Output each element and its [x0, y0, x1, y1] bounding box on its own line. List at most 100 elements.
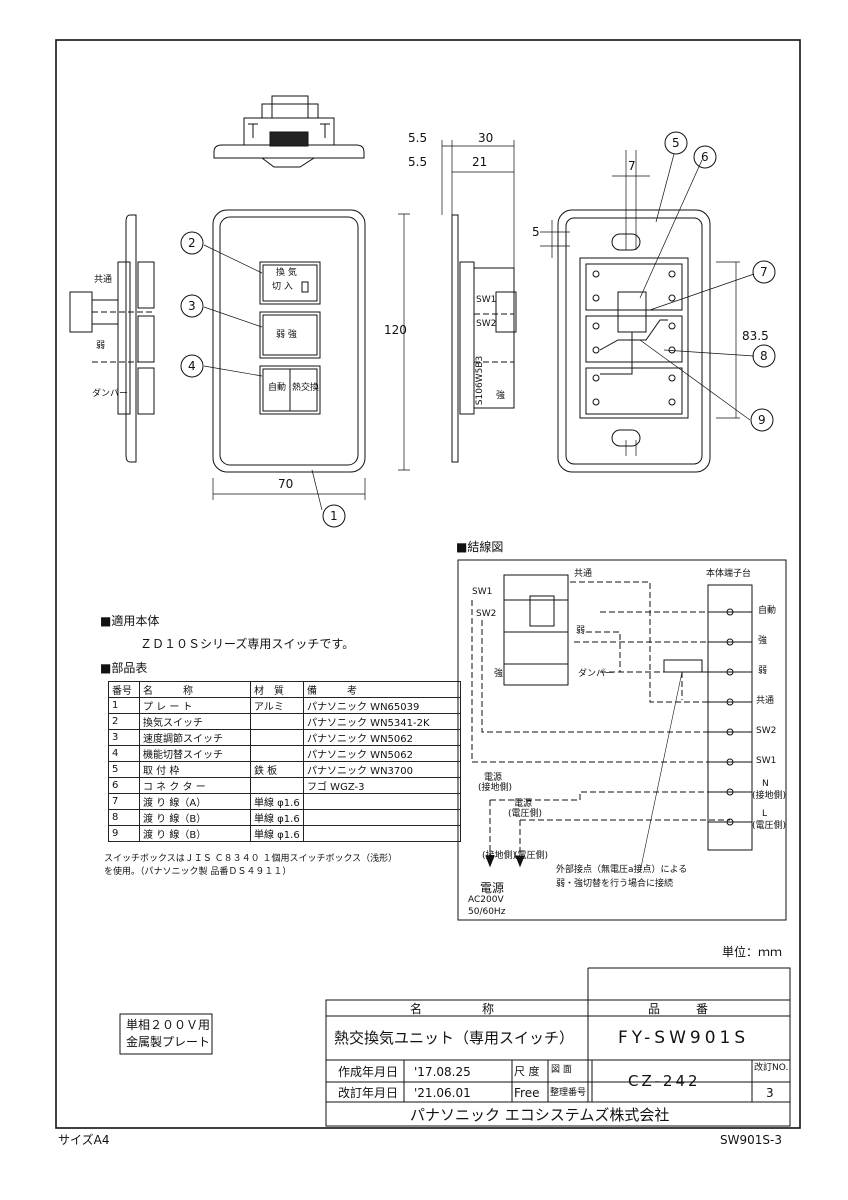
cell: 3	[108, 729, 140, 746]
power-volt-label: 電源	[514, 799, 533, 809]
cell: パナソニック WN5341-2K	[303, 713, 461, 730]
source-label: 電源	[480, 881, 505, 895]
cell	[303, 793, 461, 810]
callout-circles	[180, 131, 776, 528]
created-date: '17.08.25	[414, 1065, 471, 1079]
cell: 渡 り 線（B）	[139, 809, 251, 826]
applicable-heading: ■適用本体	[100, 614, 160, 628]
external-contact-note-2: 弱・強切替を行う場合に接続	[556, 879, 674, 889]
on-off-label: 切 入	[272, 282, 293, 292]
cell: 速度調節スイッチ	[139, 729, 251, 746]
callout-2: 2	[188, 236, 196, 250]
sheet-border	[55, 39, 801, 1129]
cell: パナソニック WN3700	[303, 761, 461, 778]
side-model-label: S106W5B3	[475, 355, 486, 406]
cell	[250, 729, 304, 746]
cell: プ レ ー ト	[139, 697, 251, 714]
wiring-sw1-label: SW1	[472, 587, 493, 597]
wiring-lines	[471, 574, 753, 873]
top-view	[213, 95, 365, 168]
callout-8: 8	[760, 349, 768, 363]
drawing-number: CZ-242	[628, 1072, 701, 1090]
cell: 渡 り 線（A）	[139, 793, 251, 810]
cell	[250, 745, 304, 762]
cell	[303, 809, 461, 826]
power-ground-sub: (接地側)	[478, 783, 513, 793]
callout-3: 3	[188, 299, 196, 313]
revision-label: 改訂NO.	[754, 1063, 789, 1073]
side-strong-label: 強	[496, 391, 506, 401]
stamp-line-2: 金属製プレート	[126, 1035, 211, 1049]
drawing-label: 図 面	[551, 1065, 572, 1075]
terminal-board-label: 本体端子台	[706, 569, 752, 579]
parts-heading: ■部品表	[100, 661, 148, 675]
terminal-n-sub: (接地側)	[752, 791, 787, 801]
product-name: 熱交換気ユニット（専用スイッチ）	[334, 1029, 575, 1047]
terminal-sw1: SW1	[756, 756, 777, 766]
cell: 2	[108, 713, 140, 730]
back-view	[557, 150, 711, 473]
terminal-l-sub: (電圧側)	[752, 821, 787, 831]
applicable-text: ＺＤ１０Ｓシリーズ専用スイッチです。	[140, 637, 355, 651]
cell: コ ネ ク タ ー	[139, 777, 251, 794]
callout-9: 9	[758, 413, 766, 427]
dim-83-5: 83.5	[742, 329, 769, 343]
cell: 単線 φ1.6	[250, 793, 304, 810]
external-contact-note-1: 外部接点（無電圧a接点）による	[556, 865, 688, 875]
cell: 換気スイッチ	[139, 713, 251, 730]
cell: フゴ WGZ-3	[303, 777, 461, 794]
name-header: 名 称	[410, 1002, 495, 1016]
scale-value: Free	[514, 1086, 540, 1100]
side-sw1-label: SW1	[476, 295, 497, 305]
callout-6: 6	[701, 150, 709, 164]
terminal-sw2: SW2	[756, 726, 777, 736]
dim-5-5: 5.5	[408, 155, 428, 169]
callout-4: 4	[188, 359, 196, 373]
terminal-weak: 弱	[758, 666, 768, 676]
switchbox-note-1: スイッチボックスはＪＩＳ Ｃ８３４０ １個用スイッチボックス（浅形）	[104, 854, 398, 864]
speed-switch-label: 弱 強	[276, 330, 297, 340]
terminal-n: N	[762, 779, 769, 789]
cell: 5	[108, 761, 140, 778]
cell	[250, 777, 304, 794]
dim-120: 120	[384, 323, 407, 337]
unit-label: 単位：ｍｍ	[722, 945, 783, 959]
auto-label: 自動	[268, 383, 287, 393]
col-remarks: 備 考	[303, 681, 461, 698]
cell: 機能切替スイッチ	[139, 745, 251, 762]
cell: アルミ	[250, 697, 304, 714]
reference-label: 整理番号	[550, 1088, 587, 1098]
wiring-damper-label: ダンパー	[578, 669, 615, 679]
stamp-line-1: 単相２００Ｖ用	[126, 1018, 211, 1032]
parts-header-row: 番号 名 称 材 質 備 考	[108, 681, 461, 698]
cell: 8	[108, 809, 140, 826]
cell: 鉄 板	[250, 761, 304, 778]
wiring-heading: ■結線図	[456, 540, 504, 554]
terminal-common: 共通	[756, 696, 775, 706]
dim-30: 30	[478, 131, 494, 145]
side-damper-label: ダンパー	[92, 389, 129, 399]
cell: 6	[108, 777, 140, 794]
arrow-ground-label: (接地側)	[482, 851, 517, 861]
cell: 1	[108, 697, 140, 714]
right-side-view	[451, 214, 517, 463]
terminal-auto: 自動	[758, 606, 777, 616]
ventilation-switch-label: 換 気	[276, 268, 297, 278]
dim-5-5-top: 5.5	[408, 131, 428, 145]
company-name: パナソニック エコシステムズ株式会社	[410, 1106, 670, 1124]
dim-21: 21	[472, 155, 488, 169]
dim-5: 5	[532, 225, 540, 239]
wiring-sw2-label: SW2	[476, 609, 497, 619]
wiring-strong-label: 強	[494, 669, 504, 679]
power-ground-label: 電源	[484, 773, 503, 783]
dimension-lines	[212, 140, 740, 500]
revision-number: 3	[766, 1086, 774, 1100]
